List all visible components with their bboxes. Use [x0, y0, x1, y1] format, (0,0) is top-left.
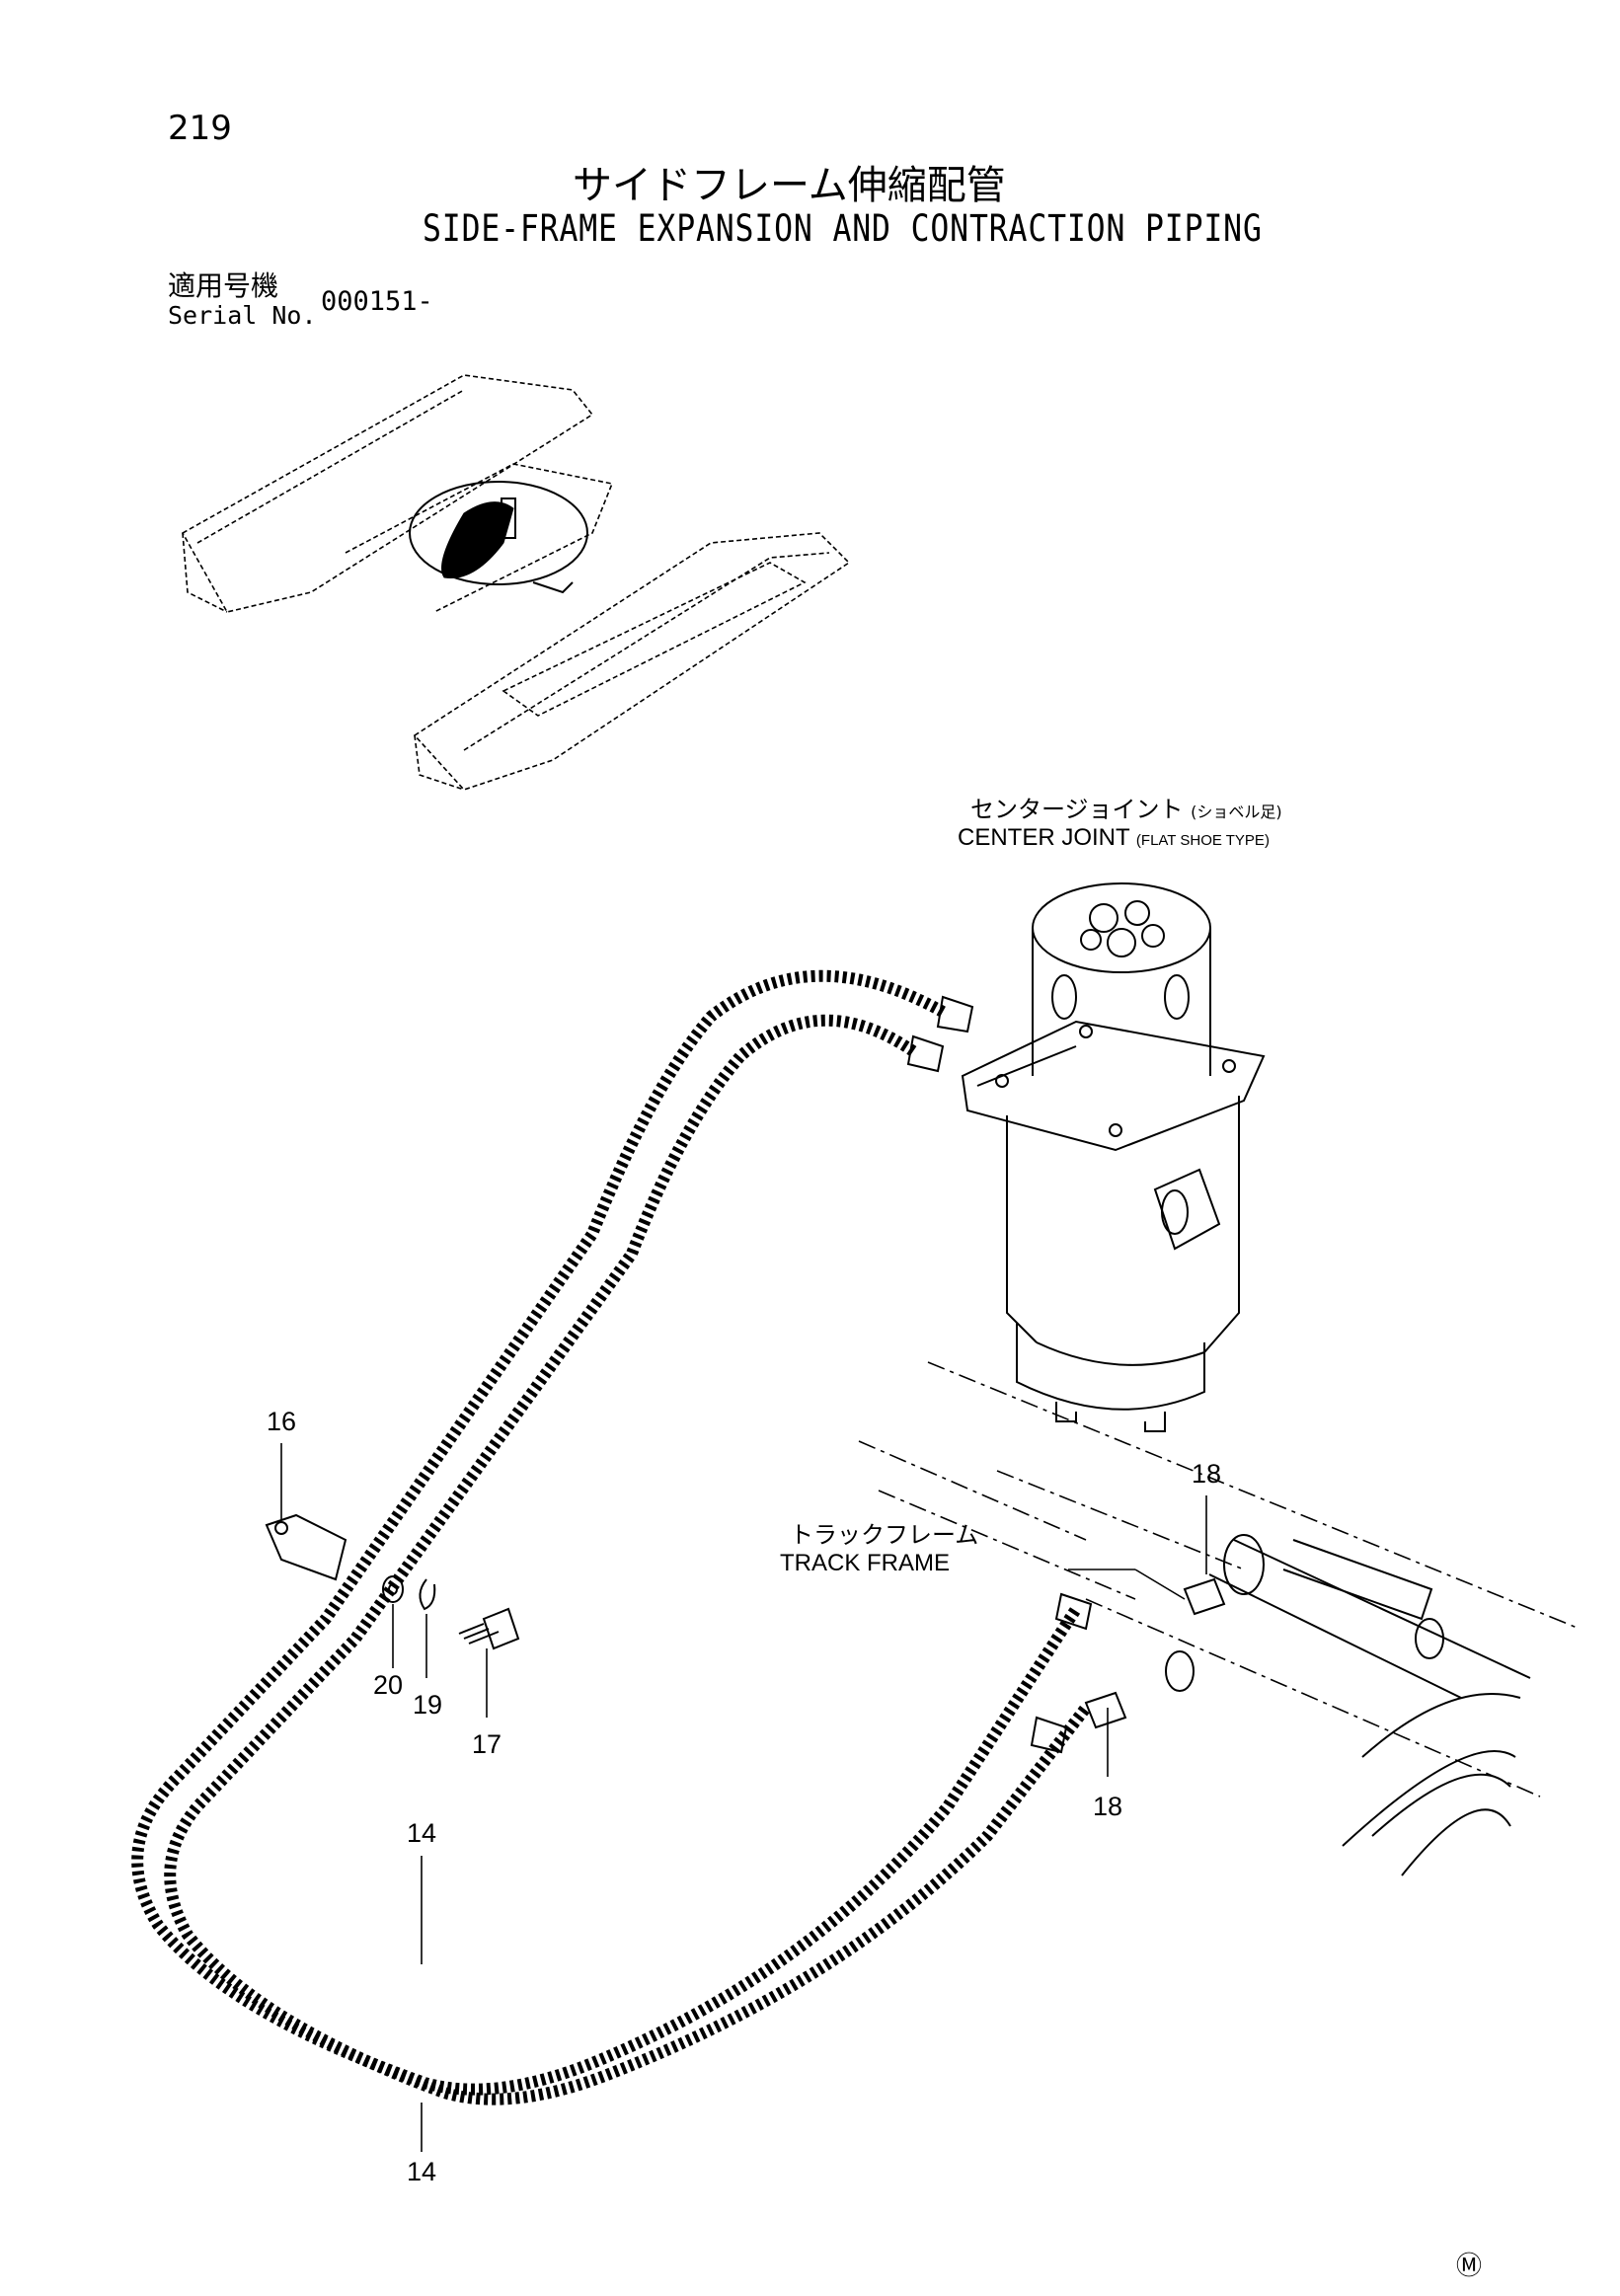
- callout-18-lower: 18: [1093, 1792, 1123, 1821]
- track-frame-drawing: [858, 1361, 1581, 1798]
- callout-14-upper: 14: [407, 1818, 437, 1848]
- callout-18-upper: 18: [1192, 1459, 1222, 1489]
- center-joint-label-english: CENTER JOINT (FLAT SHOE TYPE): [958, 824, 1270, 851]
- clamp-and-hardware: [265, 1513, 520, 1650]
- callout-19: 19: [413, 1690, 443, 1720]
- track-frame-label-english: TRACK FRAME: [780, 1550, 951, 1576]
- page-number: 219: [168, 109, 232, 148]
- serial-label-english: Serial No.: [168, 301, 317, 330]
- callout-17: 17: [472, 1729, 502, 1759]
- track-frame-label-japanese: トラックフレーム: [790, 1521, 979, 1549]
- title-japanese: サイドフレーム伸縮配管: [573, 163, 1006, 208]
- callout-14-lower: 14: [407, 2157, 437, 2186]
- serial-number-value: 000151-: [321, 286, 433, 317]
- leader-lines: [280, 1443, 1207, 2152]
- callout-20: 20: [373, 1670, 404, 1700]
- title-english: SIDE-FRAME EXPANSION AND CONTRACTION PIP…: [423, 207, 1263, 250]
- callout-16: 16: [267, 1407, 297, 1436]
- hose-fittings: [906, 995, 1226, 1754]
- track-adjuster-cylinder: [1165, 1534, 1531, 1876]
- footer-mark: Ⓜ: [1456, 2252, 1483, 2281]
- serial-label-japanese: 適用号機: [168, 269, 279, 302]
- overview-center-joint: [409, 481, 588, 594]
- center-joint-drawing: [961, 882, 1266, 1432]
- hose-assembly: [131, 969, 1091, 2105]
- undercarriage-overview-drawing: [181, 374, 851, 791]
- center-joint-label-japanese: センタージョイント (ショベル足): [970, 796, 1282, 823]
